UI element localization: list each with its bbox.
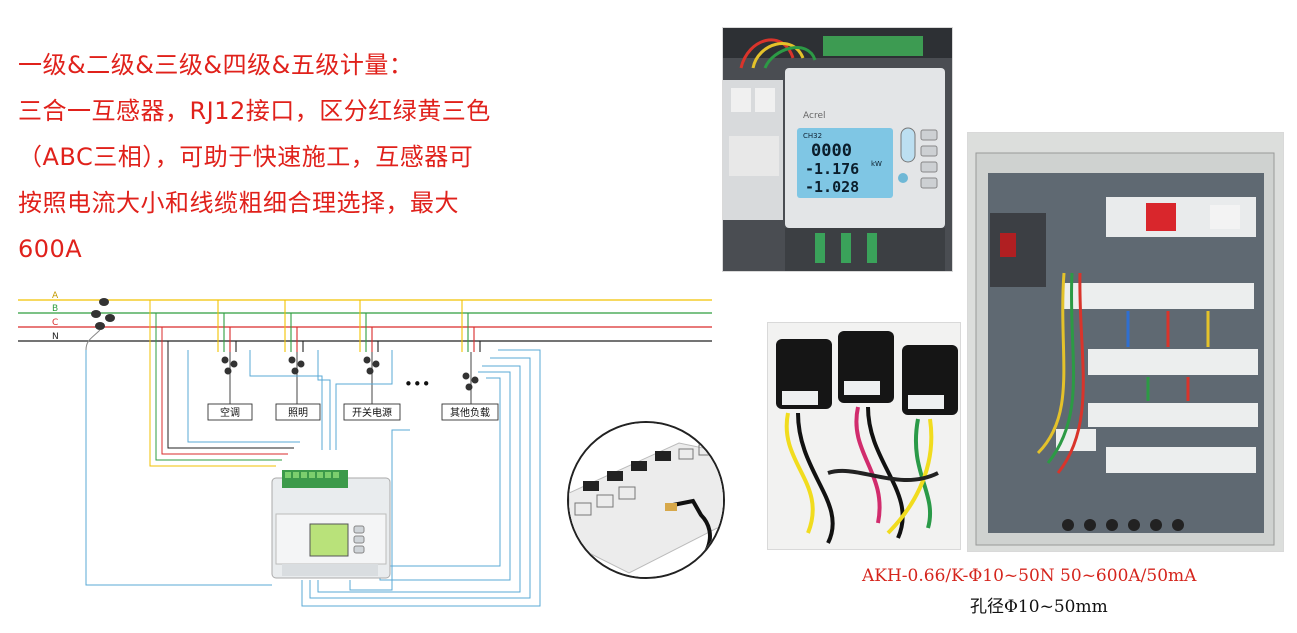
heading-line-3: （ABC三相），可助于快速施工，互感器可 xyxy=(18,143,474,171)
load-label-other: 其他负载 xyxy=(450,406,490,419)
branch-drops xyxy=(217,300,481,406)
load-label-lighting: 照明 xyxy=(288,407,308,419)
current-transformers-photo xyxy=(767,322,961,550)
lcd-reading-3: -1.028 xyxy=(805,178,859,196)
heading-line-4: 按照电流大小和线缆粗细合理选择，最大 xyxy=(18,189,459,217)
load-box-lighting: 照明 xyxy=(275,403,321,421)
ellipsis-more-loads: ••• xyxy=(404,375,431,393)
signal-wires xyxy=(85,300,541,607)
heading-line-1: 一级&二级&三级&四级&五级计量： xyxy=(18,51,414,79)
meter-channel-label: CH32 xyxy=(803,132,822,140)
lcd-unit: kW xyxy=(871,160,882,168)
wiring-diagram: A B C N xyxy=(18,291,712,607)
neutral-label: N xyxy=(52,332,59,342)
main-ct-cluster xyxy=(85,298,115,351)
heading-line-5: 600A xyxy=(18,235,83,263)
lcd-reading-1: 0000 xyxy=(811,141,852,161)
rj12-interface-zoom xyxy=(567,421,725,579)
load-box-power-supply: 开关电源 xyxy=(343,403,401,421)
heading-line-2: 三合一互感器，RJ12接口，区分红绿黄三色 xyxy=(18,97,491,125)
ct-model-caption: AKH-0.66/K-Φ10~50N 50~600A/50mA xyxy=(862,566,1197,586)
meter-brand-label: Acrel xyxy=(803,111,826,121)
meter-installation-photo: Acrel CH32 0000 -1.176 -1.028 kW xyxy=(722,27,953,272)
load-label-ac: 空调 xyxy=(220,406,240,419)
phase-c-label: C xyxy=(52,318,58,328)
phase-a-label: A xyxy=(52,291,59,301)
ct-aperture-caption: 孔径Φ10~50mm xyxy=(970,597,1108,617)
branch-ct-icons xyxy=(221,356,479,391)
lcd-reading-2: -1.176 xyxy=(805,160,859,178)
phase-b-label: B xyxy=(52,304,58,314)
energy-meter-device xyxy=(271,470,391,579)
load-label-power-supply: 开关电源 xyxy=(352,406,392,419)
feature-description: 一级&二级&三级&四级&五级计量： 三合一互感器，RJ12接口，区分红绿黄三色 … xyxy=(18,42,538,272)
load-box-other: 其他负载 xyxy=(441,403,499,421)
load-box-ac: 空调 xyxy=(207,403,253,421)
distribution-box-photo xyxy=(967,132,1284,552)
